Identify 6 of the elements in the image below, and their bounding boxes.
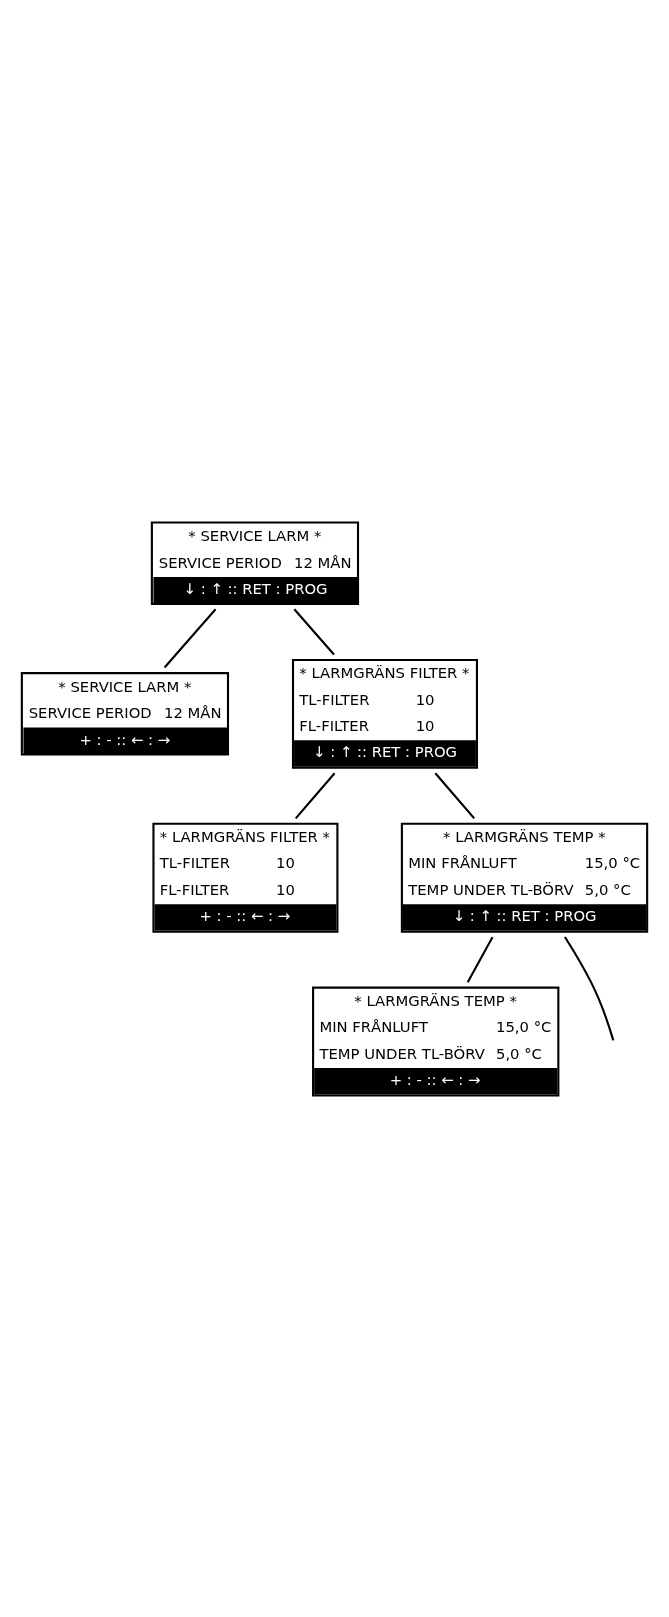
connector xyxy=(294,772,336,819)
connector xyxy=(293,608,335,655)
connector xyxy=(434,772,475,819)
connector xyxy=(564,935,615,1041)
connector xyxy=(163,608,217,668)
connector xyxy=(466,936,494,983)
